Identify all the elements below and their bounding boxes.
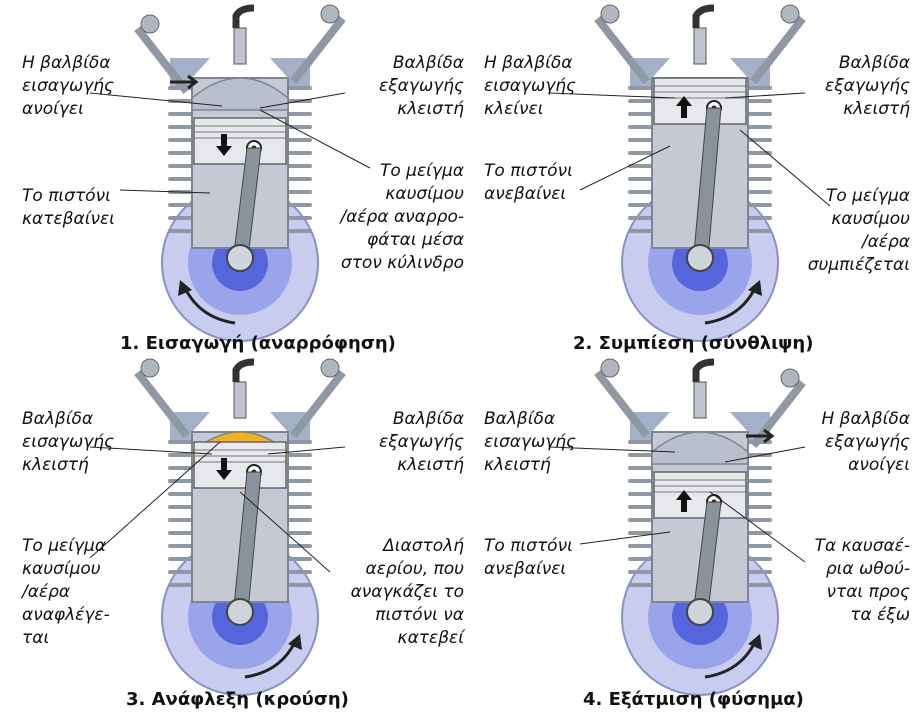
- p1-right-top-label: Βαλβίδα εξαγωγής κλειστή: [340, 52, 464, 121]
- spark-plug: [234, 382, 246, 418]
- spark-plug-wire: [236, 362, 254, 382]
- p4-right-bottom-label: Τα καυσαέ- ρια ωθού- νται προς τα έξω: [786, 535, 910, 627]
- piston: [654, 78, 746, 124]
- spark-plug-wire: [696, 362, 714, 382]
- p2-caption: 2. Συμπίεση (σύνθλιψη): [573, 333, 813, 354]
- p2-right-bottom-label: Το μείγμα καυσίμου /αέρα συμπιέζεται: [786, 185, 910, 277]
- exhaust-valve-stem: [290, 16, 346, 84]
- exhaust-valve-stem: [290, 370, 346, 438]
- p1-caption: 1. Εισαγωγή (αναρρόφηση): [120, 333, 396, 354]
- exhaust-valve-cap: [781, 369, 799, 387]
- piston: [194, 118, 286, 164]
- engine-panel-4: [550, 359, 806, 695]
- p2-right-top-label: Βαλβίδα εξαγωγής κλειστή: [786, 52, 910, 121]
- p3-caption: 3. Ανάφλεξη (κρούση): [126, 689, 349, 710]
- p2-left-bottom-label: Το πιστόνι ανεβαίνει: [484, 160, 573, 206]
- spark-plug: [234, 28, 246, 64]
- spark-plug: [694, 28, 706, 64]
- crank-pin: [687, 245, 713, 271]
- p1-left-top-label: Η βαλβίδα εισαγωγής ανοίγει: [22, 52, 114, 121]
- p4-caption: 4. Εξάτμιση (φύσημα): [583, 689, 804, 710]
- engine-panel-3: [90, 359, 346, 695]
- exhaust-valve-cap: [321, 5, 339, 23]
- inlet-valve-cap: [141, 15, 159, 33]
- piston: [194, 442, 286, 488]
- exhaust-valve-cap: [781, 5, 799, 23]
- p3-right-top-label: Βαλβίδα εξαγωγής κλειστή: [340, 408, 464, 477]
- p1-left-bottom-label: Το πιστόνι κατεβαίνει: [22, 185, 115, 231]
- piston: [654, 472, 746, 518]
- p1-right-bottom-label: Το μείγμα καυσίμου /αέρα αναρρο- φάται μ…: [322, 160, 464, 275]
- crank-pin: [227, 599, 253, 625]
- p3-left-bottom-label: Το μείγμα καυσίμου /αέρα αναφλέγε- ται: [22, 535, 110, 650]
- inlet-valve-stem: [594, 370, 650, 438]
- inlet-valve-cap: [601, 359, 619, 377]
- p3-right-bottom-label: Διαστολή αερίου, που αναγκάζει το πιστόν…: [322, 535, 464, 650]
- crank-pin: [687, 599, 713, 625]
- inlet-valve-stem: [134, 370, 190, 438]
- p2-left-top-label: Η βαλβίδα εισαγωγής κλείνει: [484, 52, 576, 121]
- spark-plug: [694, 382, 706, 418]
- inlet-valve-stem: [594, 16, 650, 84]
- inlet-valve-cap: [601, 5, 619, 23]
- exhaust-valve-cap: [321, 359, 339, 377]
- crank-pin: [227, 245, 253, 271]
- p4-left-bottom-label: Το πιστόνι ανεβαίνει: [484, 535, 573, 581]
- spark-plug-wire: [696, 8, 714, 28]
- p4-right-top-label: Η βαλβίδα εξαγωγής ανοίγει: [786, 408, 910, 477]
- p4-left-top-label: Βαλβίδα εισαγωγής κλειστή: [484, 408, 576, 477]
- inlet-valve-cap: [141, 359, 159, 377]
- p3-left-top-label: Βαλβίδα εισαγωγής κλειστή: [22, 408, 114, 477]
- spark-plug-wire: [236, 8, 254, 28]
